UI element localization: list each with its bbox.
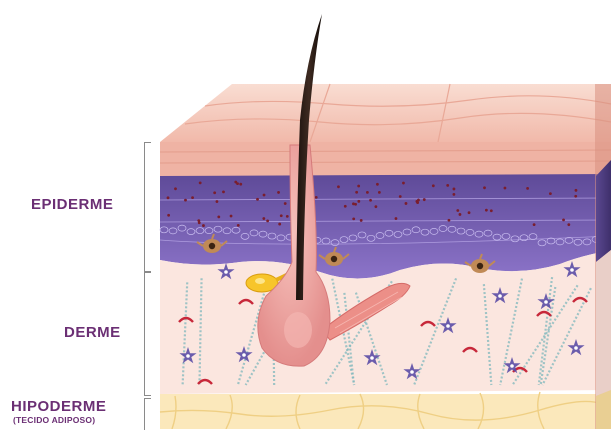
hypodermis-layer: [160, 394, 611, 429]
hipoderme-bracket: [144, 398, 151, 430]
label-derme: DERME: [64, 324, 121, 341]
stratum-corneum-band: [160, 142, 611, 176]
skin-surface-top: [160, 84, 611, 142]
label-hipoderme: HIPODERME: [11, 398, 106, 415]
epiderme-bracket: [144, 142, 151, 272]
label-hipoderme-sub: (TECIDO ADIPOSO): [13, 415, 95, 425]
derme-bracket: [144, 272, 151, 396]
epidermis-layer: [160, 174, 611, 279]
label-epiderme: EPIDERME: [31, 196, 113, 213]
